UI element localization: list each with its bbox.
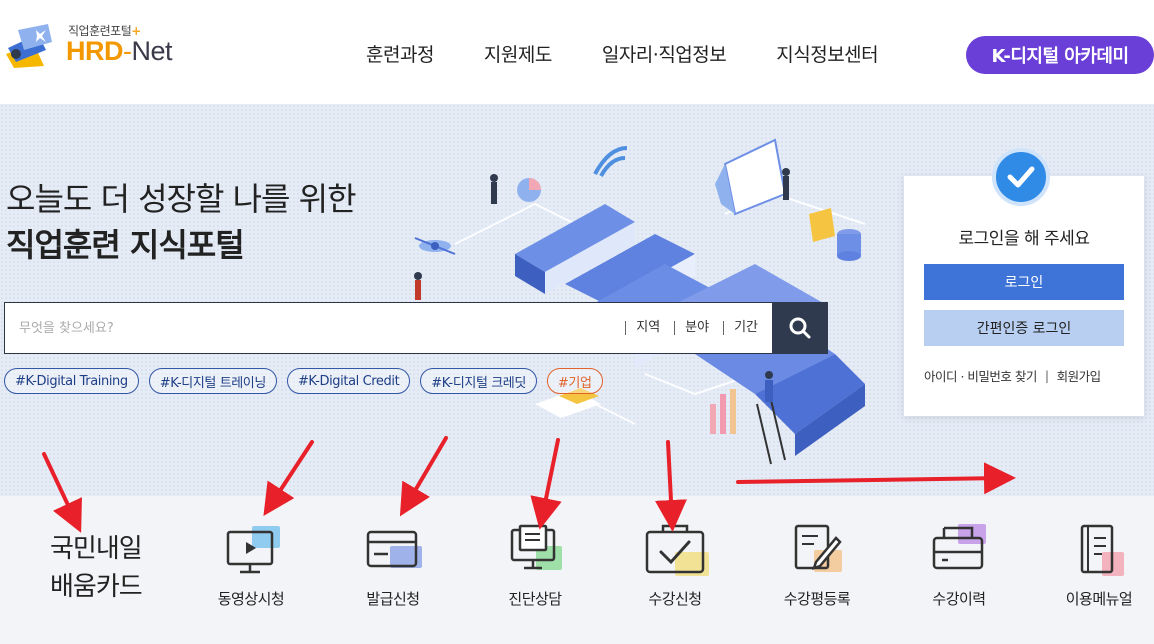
video-monitor-icon xyxy=(226,526,280,574)
filter-field[interactable]: 분야 xyxy=(674,321,723,335)
quick-video-watch-label: 동영상시청 xyxy=(217,590,285,608)
learning-card-title: 국민내일 배움카드 xyxy=(50,530,143,606)
quick-card-issue-label: 발급신청 xyxy=(366,590,420,608)
tag-kdigital-credit-ko[interactable]: #K-디지털 크레딧 xyxy=(420,368,537,394)
review-pen-icon xyxy=(794,524,842,572)
nav-kdigital-academy-button[interactable]: K-디지털 아카데미 xyxy=(966,36,1154,74)
logo-plus: + xyxy=(131,24,141,38)
hashtag-list: #K-Digital Training #K-디지털 트레이닝 #K-Digit… xyxy=(4,368,613,394)
tag-kdigital-training-en[interactable]: #K-Digital Training xyxy=(4,368,139,394)
hrd-isometric-illustration xyxy=(414,138,866,465)
hero-section: 오늘도 더 성장할 나를 위한 직업훈련 지식포털 지역 분야 기간 #K-Di… xyxy=(0,104,1154,496)
quick-video-watch[interactable]: 동영상시청 xyxy=(196,522,306,632)
quick-course-history[interactable]: 수강이력 xyxy=(904,522,1014,632)
login-panel: 로그인을 해 주세요 로그인 간편인증 로그인 아이디 · 비밀번호 찾기 | … xyxy=(904,148,1144,416)
nav-training-courses[interactable]: 훈련과정 xyxy=(366,44,434,66)
search-input[interactable] xyxy=(5,303,626,353)
search-button[interactable] xyxy=(772,302,828,354)
quick-user-manual-label: 이용메뉴얼 xyxy=(1065,590,1133,608)
find-id-password-link[interactable]: 아이디 · 비밀번호 찾기 xyxy=(924,369,1037,384)
tag-kdigital-credit-en[interactable]: #K-Digital Credit xyxy=(286,368,411,394)
check-badge-icon xyxy=(992,148,1050,206)
quick-review-register[interactable]: 수강평등록 xyxy=(762,522,872,632)
link-divider: | xyxy=(1044,368,1049,383)
learning-card-quick-menu: 국민내일 배움카드 동영상시청 발급신청 xyxy=(0,496,1154,644)
login-links: 아이디 · 비밀번호 찾기 | 회원가입 xyxy=(924,366,1134,385)
consult-screen-icon xyxy=(510,524,562,570)
tag-kdigital-training-ko[interactable]: #K-디지털 트레이닝 xyxy=(148,368,277,394)
tag-company[interactable]: #기업 xyxy=(546,368,603,394)
learning-card-title-line2: 배움카드 xyxy=(50,572,143,602)
logo-dash: - xyxy=(123,36,132,66)
history-tray-icon xyxy=(932,524,986,570)
quick-diagnosis-consult[interactable]: 진단상담 xyxy=(480,522,590,632)
hero-subheadline: 직업훈련 지식포털 xyxy=(6,226,245,264)
quick-course-register[interactable]: 수강신청 xyxy=(620,522,730,632)
quick-course-history-label: 수강이력 xyxy=(932,590,986,608)
logo-mark-icon xyxy=(6,24,52,68)
logo-hrd: HRD xyxy=(66,36,124,66)
logo-wordmark: HRD-Net xyxy=(66,36,173,67)
login-button[interactable]: 로그인 xyxy=(924,264,1124,300)
manual-book-icon xyxy=(1080,524,1124,576)
search-bar: 지역 분야 기간 xyxy=(4,302,828,354)
quick-course-register-label: 수강신청 xyxy=(648,590,702,608)
hero-headline: 오늘도 더 성장할 나를 위한 xyxy=(6,180,357,218)
main-nav: 훈련과정 지원제도 일자리·직업정보 지식정보센터 xyxy=(366,40,928,67)
checkbox-tray-icon xyxy=(645,524,709,576)
logo-net: Net xyxy=(131,36,173,66)
nav-support-programs[interactable]: 지원제도 xyxy=(483,44,552,66)
logo-subtitle-text: 직업훈련포털 xyxy=(68,24,132,38)
filter-period[interactable]: 기간 xyxy=(723,321,772,335)
header: 직업훈련포털+ HRD-Net 훈련과정 지원제도 일자리·직업정보 지식정보센… xyxy=(0,0,1154,104)
checkmark-icon xyxy=(1007,166,1035,188)
login-title: 로그인을 해 주세요 xyxy=(958,229,1090,249)
logo-subtitle: 직업훈련포털+ xyxy=(68,22,141,39)
quick-user-manual[interactable]: 이용메뉴얼 xyxy=(1044,522,1154,632)
quick-diagnosis-consult-label: 진단상담 xyxy=(508,590,562,608)
card-icon xyxy=(366,530,422,568)
quick-card-issue[interactable]: 발급신청 xyxy=(338,522,448,632)
hrd-net-logo[interactable]: 직업훈련포털+ HRD-Net xyxy=(4,20,204,72)
join-link[interactable]: 회원가입 xyxy=(1056,369,1102,384)
search-icon xyxy=(789,317,811,339)
nav-knowledge-center[interactable]: 지식정보센터 xyxy=(776,44,879,66)
learning-card-title-line1: 국민내일 xyxy=(50,534,143,564)
quick-review-register-label: 수강평등록 xyxy=(783,590,851,608)
easy-auth-login-button[interactable]: 간편인증 로그인 xyxy=(924,310,1124,346)
filter-region[interactable]: 지역 xyxy=(625,321,674,335)
nav-job-info[interactable]: 일자리·직업정보 xyxy=(601,44,727,66)
